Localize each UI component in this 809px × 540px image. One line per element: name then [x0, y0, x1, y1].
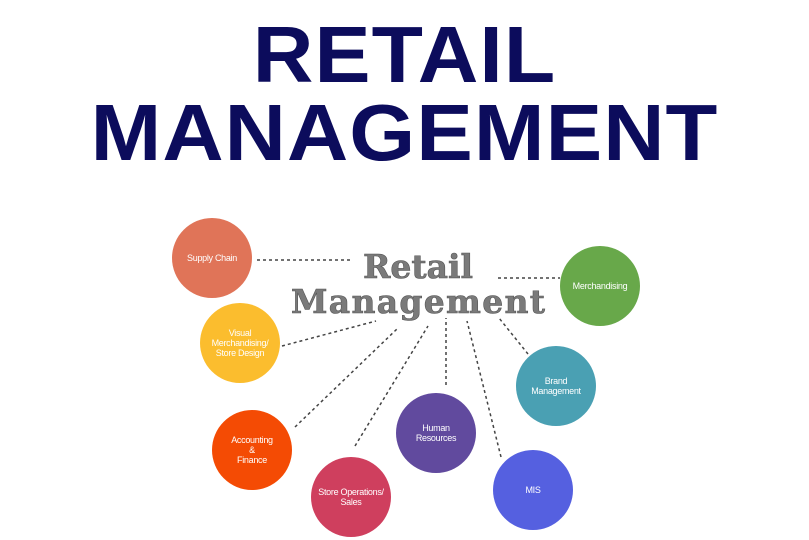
- node-label: Brand Management: [531, 376, 581, 396]
- node-merchandising: Merchandising: [560, 246, 640, 326]
- center-title-line1: Retail: [363, 247, 473, 286]
- node-label: MIS: [525, 485, 541, 495]
- node-label: Human Resources: [415, 423, 457, 443]
- connector-visual-merchandising: [281, 320, 377, 347]
- node-label: Merchandising: [572, 281, 628, 291]
- page-title-line1: RETAIL: [252, 10, 557, 99]
- center-title-line2: Management: [291, 282, 546, 321]
- node-label: Visual Merchandising/ Store Design: [211, 328, 269, 358]
- page-title-line2: MANAGEMENT: [90, 88, 719, 177]
- connector-mis: [466, 320, 502, 458]
- node-accounting-finance: Accounting & Finance: [212, 410, 292, 490]
- node-label: Accounting & Finance: [231, 435, 273, 465]
- connector-accounting: [294, 327, 399, 428]
- connector-brand: [498, 317, 529, 355]
- node-mis: MIS: [493, 450, 573, 530]
- node-human-resources: Human Resources: [396, 393, 476, 473]
- node-brand-management: Brand Management: [516, 346, 596, 426]
- node-label: Store Operations/ Sales: [318, 487, 384, 507]
- node-store-operations: Store Operations/ Sales: [311, 457, 391, 537]
- node-label: Supply Chain: [187, 253, 237, 263]
- node-visual-merchandising: Visual Merchandising/ Store Design: [200, 303, 280, 383]
- node-supply-chain: Supply Chain: [172, 218, 252, 298]
